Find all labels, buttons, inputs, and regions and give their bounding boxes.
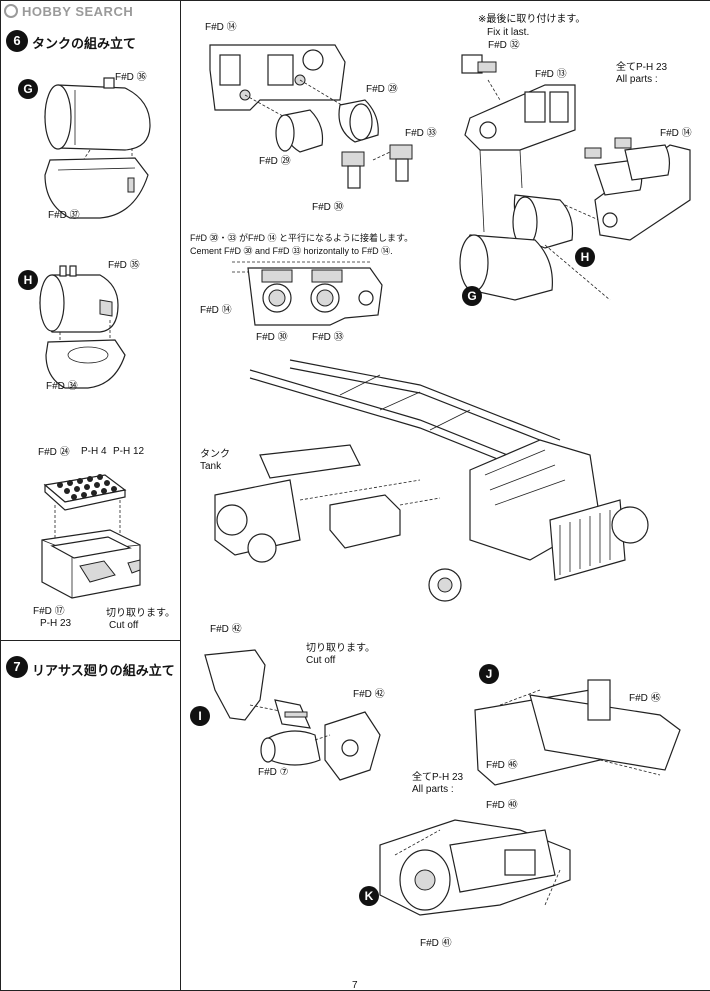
callout-i: I (190, 706, 210, 726)
k-assembly-drawing (379, 819, 571, 916)
label-h-top: F#D ㉟ (108, 260, 140, 271)
callout-j: J (479, 664, 499, 684)
label-battery-top: F#D ㉔ (38, 447, 70, 458)
label-battery-box: F#D ⑰ (33, 606, 65, 617)
page-number: 7 (352, 980, 358, 991)
column-divider (180, 0, 181, 990)
label-battery-p4: P-H 4 (81, 446, 107, 457)
label-h-bottom: F#D ㉞ (46, 381, 78, 392)
label-i-top: F#D ㊷ (210, 624, 242, 635)
label-cement-frame: F#D ⑭ (200, 305, 232, 316)
cement-note-en: Cement F#D ㉚ and F#D ㉝ horizontally to F… (190, 246, 393, 256)
section-7-title: リアサス廻りの組み立て (32, 663, 175, 678)
label-battery-p23: P-H 23 (40, 618, 72, 629)
label-k-bottom: F#D ㊶ (420, 938, 452, 949)
label-top-valve-a: F#D ㉝ (405, 128, 437, 139)
section-6-title: タンクの組み立て (32, 36, 137, 51)
label-right-bracket: F#D ⑬ (535, 69, 567, 80)
h-tank-drawing (39, 265, 126, 389)
all-parts-en: All parts : (616, 74, 658, 85)
label-battery-p12: P-H 12 (113, 446, 145, 457)
k-all-parts-ref: P-H 23 (432, 772, 464, 783)
label-tank-jp: タンク (200, 449, 230, 460)
watermark-logo: HOBBY SEARCH (4, 4, 133, 19)
i-assembly-drawing (204, 649, 381, 781)
right-bracket-assembly-drawing (459, 54, 691, 301)
g-tank-drawing (44, 77, 151, 219)
section-7-badge: 7 (6, 656, 28, 678)
label-cement-valve-a: F#D ㉚ (256, 332, 288, 343)
label-right-frame: F#D ⑭ (660, 128, 692, 139)
label-j-right: F#D ㊺ (629, 693, 661, 704)
watermark-text: HOBBY SEARCH (22, 4, 134, 19)
hobby-search-icon (4, 4, 18, 18)
label-top-tank-b: F#D ㉙ (259, 156, 291, 167)
label-top-frame: F#D ⑭ (205, 22, 237, 33)
label-i-bottom: F#D ⑦ (258, 767, 289, 778)
label-battery-cut-en: Cut off (109, 620, 139, 631)
label-top-valve-b: F#D ㉚ (312, 202, 344, 213)
callout-h-right: H (575, 247, 595, 267)
label-g-bottom: F#D ㊲ (48, 210, 80, 221)
callout-k: K (359, 886, 379, 906)
callout-h: H (18, 270, 38, 290)
section-6-badge: 6 (6, 30, 28, 52)
frame14-assembly-drawing (209, 44, 413, 189)
k-all-parts-en: All parts : (412, 784, 454, 795)
j-assembly-drawing (474, 679, 681, 786)
label-battery-cut-jp: 切り取ります。 (106, 608, 175, 619)
label-fix-last-part: F#D ㉜ (488, 40, 520, 51)
all-parts-ref: P-H 23 (636, 62, 668, 73)
fix-last-en: Fix it last. (487, 27, 530, 38)
label-j-left: F#D ㊻ (486, 760, 518, 771)
label-k-top: F#D ㊵ (486, 800, 518, 811)
label-g-top: F#D ㊱ (115, 72, 147, 83)
label-i-right: F#D ㊷ (353, 689, 385, 700)
callout-g: G (18, 79, 38, 99)
fix-last-jp: ※最後に取り付けます。 (478, 14, 586, 25)
label-top-tank-a: F#D ㉙ (366, 84, 398, 95)
all-parts-jp: 全て (616, 62, 636, 73)
cement-diagram-drawing (232, 261, 383, 326)
label-cement-valve-b: F#D ㉝ (312, 332, 344, 343)
label-i-cut-jp: 切り取ります。 (306, 643, 375, 654)
label-i-cut-en: Cut off (306, 655, 336, 666)
section-divider (0, 640, 180, 641)
chassis-drawing (214, 359, 649, 602)
k-all-parts-jp: 全て (412, 772, 432, 783)
cement-note-jp: F#D ㉚・㉝ がF#D ⑭ と平行になるように接着します。 (190, 233, 414, 243)
label-tank-en: Tank (200, 461, 222, 472)
battery-drawing (41, 474, 141, 599)
callout-g-right: G (462, 286, 482, 306)
